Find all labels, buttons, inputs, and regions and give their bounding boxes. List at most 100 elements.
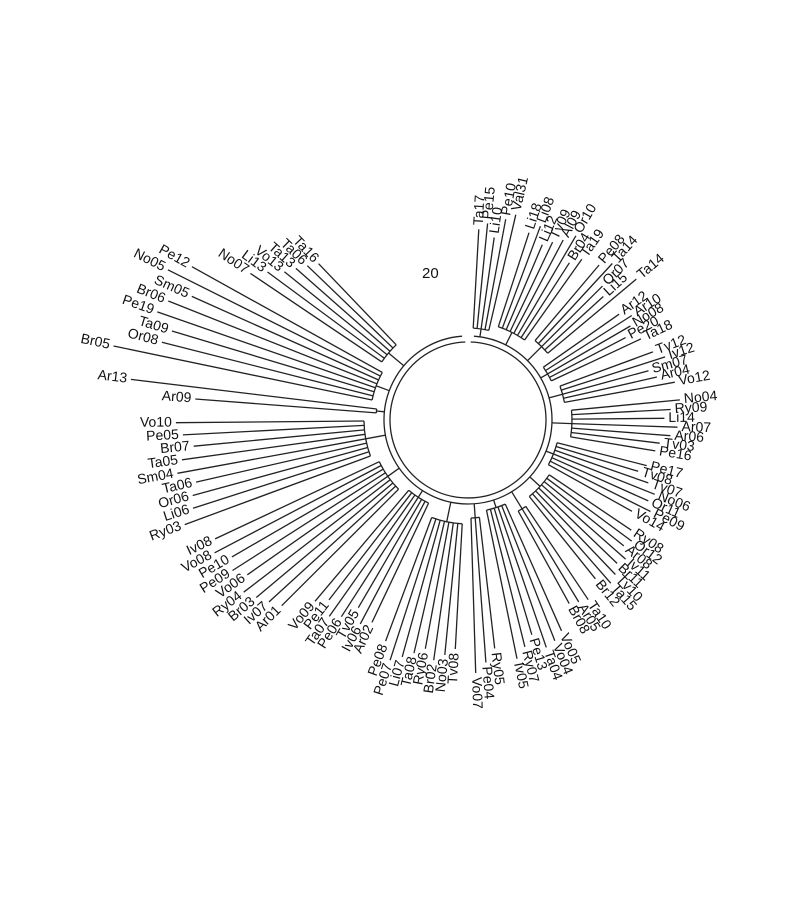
group-arc	[378, 461, 400, 490]
leaf-branch	[195, 398, 377, 414]
group-stem	[492, 499, 497, 508]
leaf-branch	[191, 295, 379, 381]
leaf-branch	[571, 422, 678, 428]
leaf-branch	[328, 492, 413, 601]
leaf-branch	[359, 501, 426, 625]
group-stem	[529, 476, 541, 487]
leaf-label: Ta08	[397, 655, 419, 688]
leaf-branch	[525, 506, 589, 601]
leaf-branch	[554, 449, 649, 484]
leaf-label: Br05	[79, 330, 111, 352]
leaf-branch	[474, 517, 487, 663]
core-ring-inner	[389, 341, 547, 499]
leaf-branch	[478, 517, 496, 649]
leaf-branch	[524, 258, 583, 341]
group-stem	[505, 332, 513, 346]
leaf-label: Ar09	[161, 387, 192, 405]
leaf-branch	[571, 408, 671, 416]
leaf-branch	[549, 460, 651, 513]
group-stem	[551, 422, 572, 425]
leaf-label: No03	[432, 658, 451, 693]
leaf-label: Ta06	[161, 474, 194, 496]
leaf-branch	[504, 503, 563, 632]
leaf-branch	[521, 508, 580, 603]
leaf-branch	[243, 479, 391, 593]
leaf-label: Ry07	[519, 649, 543, 685]
leaf-label: Pe04	[479, 666, 497, 700]
leaf-branch	[548, 474, 632, 531]
leaf-branch	[314, 489, 410, 602]
leaf-label: Br07	[159, 437, 190, 456]
leaf-branch	[113, 345, 373, 401]
leaf-label: Val31	[508, 175, 532, 213]
leaf-branch	[389, 518, 437, 661]
leaf-label: Li18	[521, 201, 544, 231]
leaf-branch	[513, 239, 564, 334]
leaf-branch	[509, 241, 554, 332]
leaf-label: Tv08	[444, 652, 462, 684]
leaf-branch	[561, 356, 666, 391]
leaf-branch	[283, 271, 388, 356]
group-stem	[388, 352, 405, 367]
leaf-branch	[384, 517, 433, 642]
leaf-branch	[192, 451, 370, 509]
leaf-branch	[424, 522, 450, 649]
leaf-branch	[501, 225, 542, 329]
group-stem	[479, 328, 482, 337]
leaf-branch	[454, 523, 463, 650]
leaf-branch	[541, 484, 627, 560]
leaf-branch	[528, 496, 596, 580]
leaf-label: Pe05	[146, 426, 180, 444]
leaf-branch	[413, 521, 446, 654]
leaf-branch	[281, 488, 400, 607]
leaf-branch	[541, 285, 603, 348]
group-stem	[511, 491, 523, 510]
leaf-label: Li06	[161, 501, 191, 524]
leaf-branch	[168, 300, 378, 385]
leaf-branch	[551, 457, 649, 502]
leaf-branch	[255, 482, 394, 598]
leaf-branch	[485, 509, 518, 659]
leaf-label: Ry09	[674, 398, 708, 416]
leaf-branch	[246, 475, 389, 576]
leaf-branch	[181, 433, 366, 461]
leaf-label: Ta14	[633, 250, 667, 282]
leaf-branch	[295, 267, 391, 352]
leaf-branch	[535, 490, 616, 575]
leaf-branch	[267, 271, 385, 359]
leaf-label: Or08	[126, 325, 160, 348]
tree-branches	[113, 214, 680, 674]
leaf-branch	[328, 494, 416, 617]
leaf-branch	[193, 429, 365, 447]
leaf-branch	[177, 438, 366, 474]
group-arc	[363, 420, 372, 457]
leaf-label: Li14	[668, 409, 695, 425]
leaf-branch	[489, 509, 526, 648]
leaf-branch	[480, 237, 495, 329]
leaf-branch	[184, 455, 371, 526]
leaf-branch	[571, 417, 665, 420]
leaf-branch	[516, 235, 577, 336]
leaf-label: Ta05	[147, 451, 179, 471]
leaf-branch	[371, 502, 430, 623]
leaf-branch	[357, 499, 423, 609]
core-ring-outer	[383, 335, 553, 505]
group-stem	[375, 385, 390, 392]
leaf-branch	[192, 446, 368, 497]
leaf-branch	[250, 272, 383, 363]
leaf-branch	[182, 424, 365, 436]
leaf-branch	[555, 445, 639, 472]
leaf-branch	[231, 468, 384, 558]
leaf-branch	[571, 427, 671, 437]
leaf-branch	[538, 263, 613, 344]
leaf-label: Tv03	[663, 434, 696, 454]
leaf-branch	[476, 223, 489, 329]
leaf-branch	[563, 376, 658, 399]
leaf-branch	[470, 517, 477, 674]
leaf-label: Vo10	[140, 414, 172, 430]
group-stem	[473, 503, 476, 518]
group-stem	[548, 393, 563, 399]
leaf-label: Br02	[420, 663, 440, 695]
group-arc	[381, 344, 397, 363]
group-stem	[446, 502, 452, 522]
